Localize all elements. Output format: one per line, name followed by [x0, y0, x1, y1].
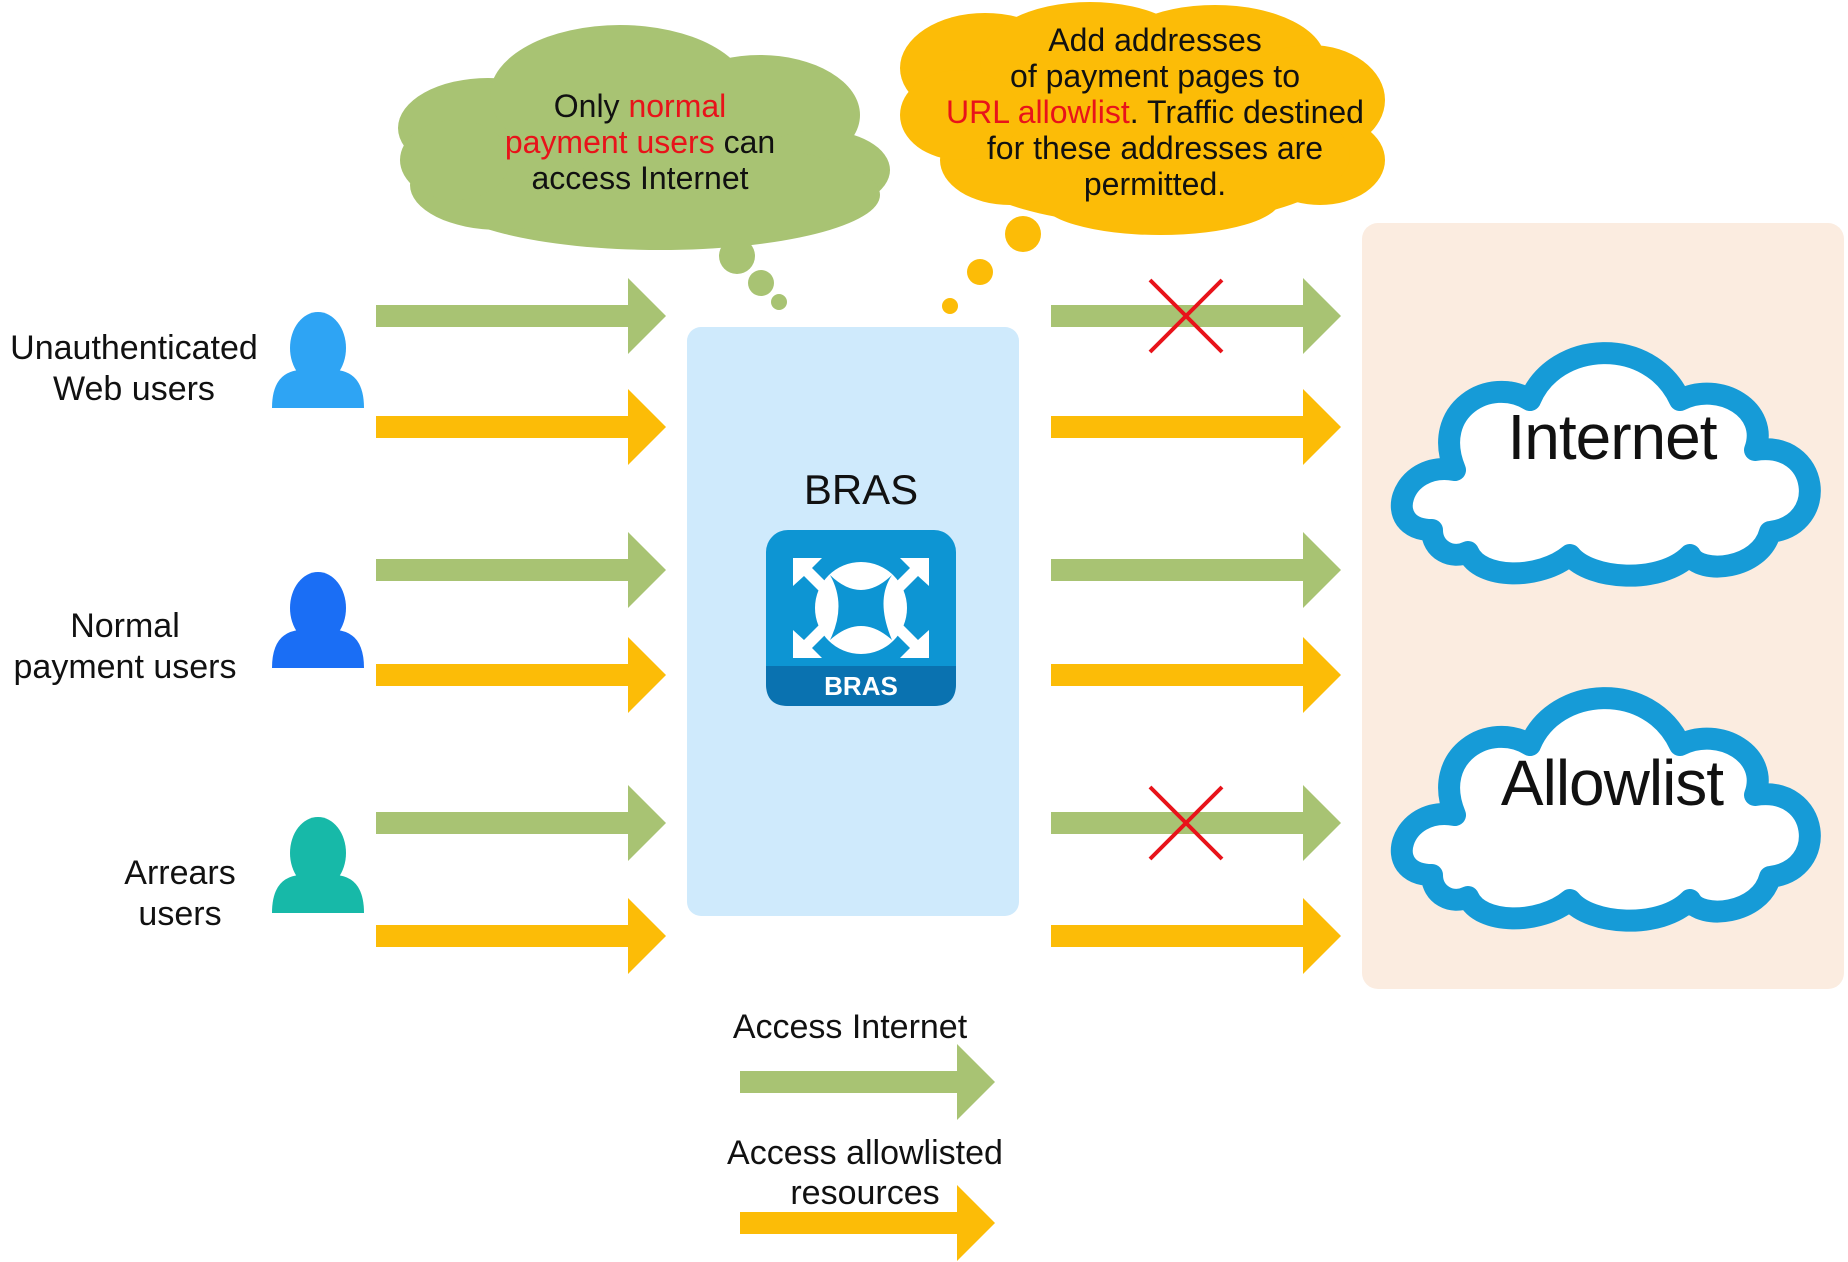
legend-yellow-label: Access allowlisted resources — [700, 1133, 1030, 1213]
access-allowlist-arrow-in — [376, 389, 666, 465]
access-internet-arrow-out — [1051, 785, 1341, 861]
allowlist-cloud — [1390, 687, 1821, 932]
user-icon — [272, 572, 364, 668]
access-internet-arrow-in — [376, 785, 666, 861]
access-allowlist-arrow-in — [376, 637, 666, 713]
bubble-yellow-suffix: . Traffic destined — [1129, 94, 1364, 130]
user-label-line: payment users — [13, 647, 237, 686]
flow-arrows — [376, 278, 1341, 1261]
access-internet-arrow-out — [1051, 532, 1341, 608]
user-icon — [272, 312, 364, 408]
bubble-yellow-line4: for these addresses are — [986, 130, 1324, 166]
bras-router-icon — [766, 530, 956, 706]
legend-line: Access Internet — [732, 1008, 968, 1046]
access-internet-arrow-in — [376, 278, 666, 354]
yellow-bubble-text: Add addresses of payment pages to URL al… — [925, 22, 1385, 202]
user-label-normal: Normal payment users — [0, 606, 250, 688]
allowlist-label: Allowlist — [1500, 747, 1724, 819]
bubble-yellow-line5: permitted. — [1083, 166, 1227, 202]
user-label-line: Arrears — [124, 854, 236, 892]
bras-icon-caption: BRAS — [824, 671, 898, 701]
bubble-green-highlight-2: payment users — [504, 124, 715, 160]
access-internet-arrow-out — [1051, 278, 1341, 354]
access-allowlist-arrow-out — [1051, 389, 1341, 465]
internet-label: Internet — [1507, 401, 1717, 473]
user-label-line: users — [138, 894, 222, 933]
blocked-mark — [1148, 785, 1224, 861]
legend-yellow-arrow — [740, 1185, 995, 1261]
access-allowlist-arrow-in — [376, 898, 666, 974]
legend-green-label: Access Internet — [690, 1007, 1010, 1047]
yellow-thought-bubble — [900, 2, 1385, 314]
bubble-green-suffix: can — [714, 124, 776, 160]
bubble-yellow-line1: Add addresses — [1048, 22, 1262, 58]
access-allowlist-arrow-out — [1051, 637, 1341, 713]
user-icon — [272, 817, 364, 913]
blocked-mark — [1148, 278, 1224, 354]
user-label-line: Normal — [70, 607, 180, 645]
user-label-line: Web users — [53, 369, 215, 408]
bubble-yellow-highlight: URL allowlist — [946, 94, 1130, 130]
bras-title: BRAS — [803, 466, 919, 513]
bubble-yellow-line2: of payment pages to — [1010, 58, 1300, 94]
green-bubble-text: Only normal payment users can access Int… — [455, 88, 825, 196]
internet-cloud — [1390, 342, 1821, 587]
green-thought-bubble — [398, 25, 890, 310]
bubble-green-line3: access Internet — [531, 160, 749, 196]
bubble-green-highlight-1: normal — [628, 88, 727, 124]
legend-line: resources — [790, 1174, 940, 1212]
user-label-arrears: Arrears users — [90, 853, 270, 935]
user-label-line: Unauthenticated — [10, 329, 258, 367]
access-allowlist-arrow-out — [1051, 898, 1341, 974]
bubble-green-prefix: Only — [553, 88, 629, 124]
user-label-unauthenticated: Unauthenticated Web users — [0, 328, 268, 410]
legend-line: Access allowlisted — [727, 1134, 1003, 1172]
access-internet-arrow-in — [376, 532, 666, 608]
legend-green-arrow — [740, 1044, 995, 1120]
blocked-marks — [1148, 278, 1224, 861]
